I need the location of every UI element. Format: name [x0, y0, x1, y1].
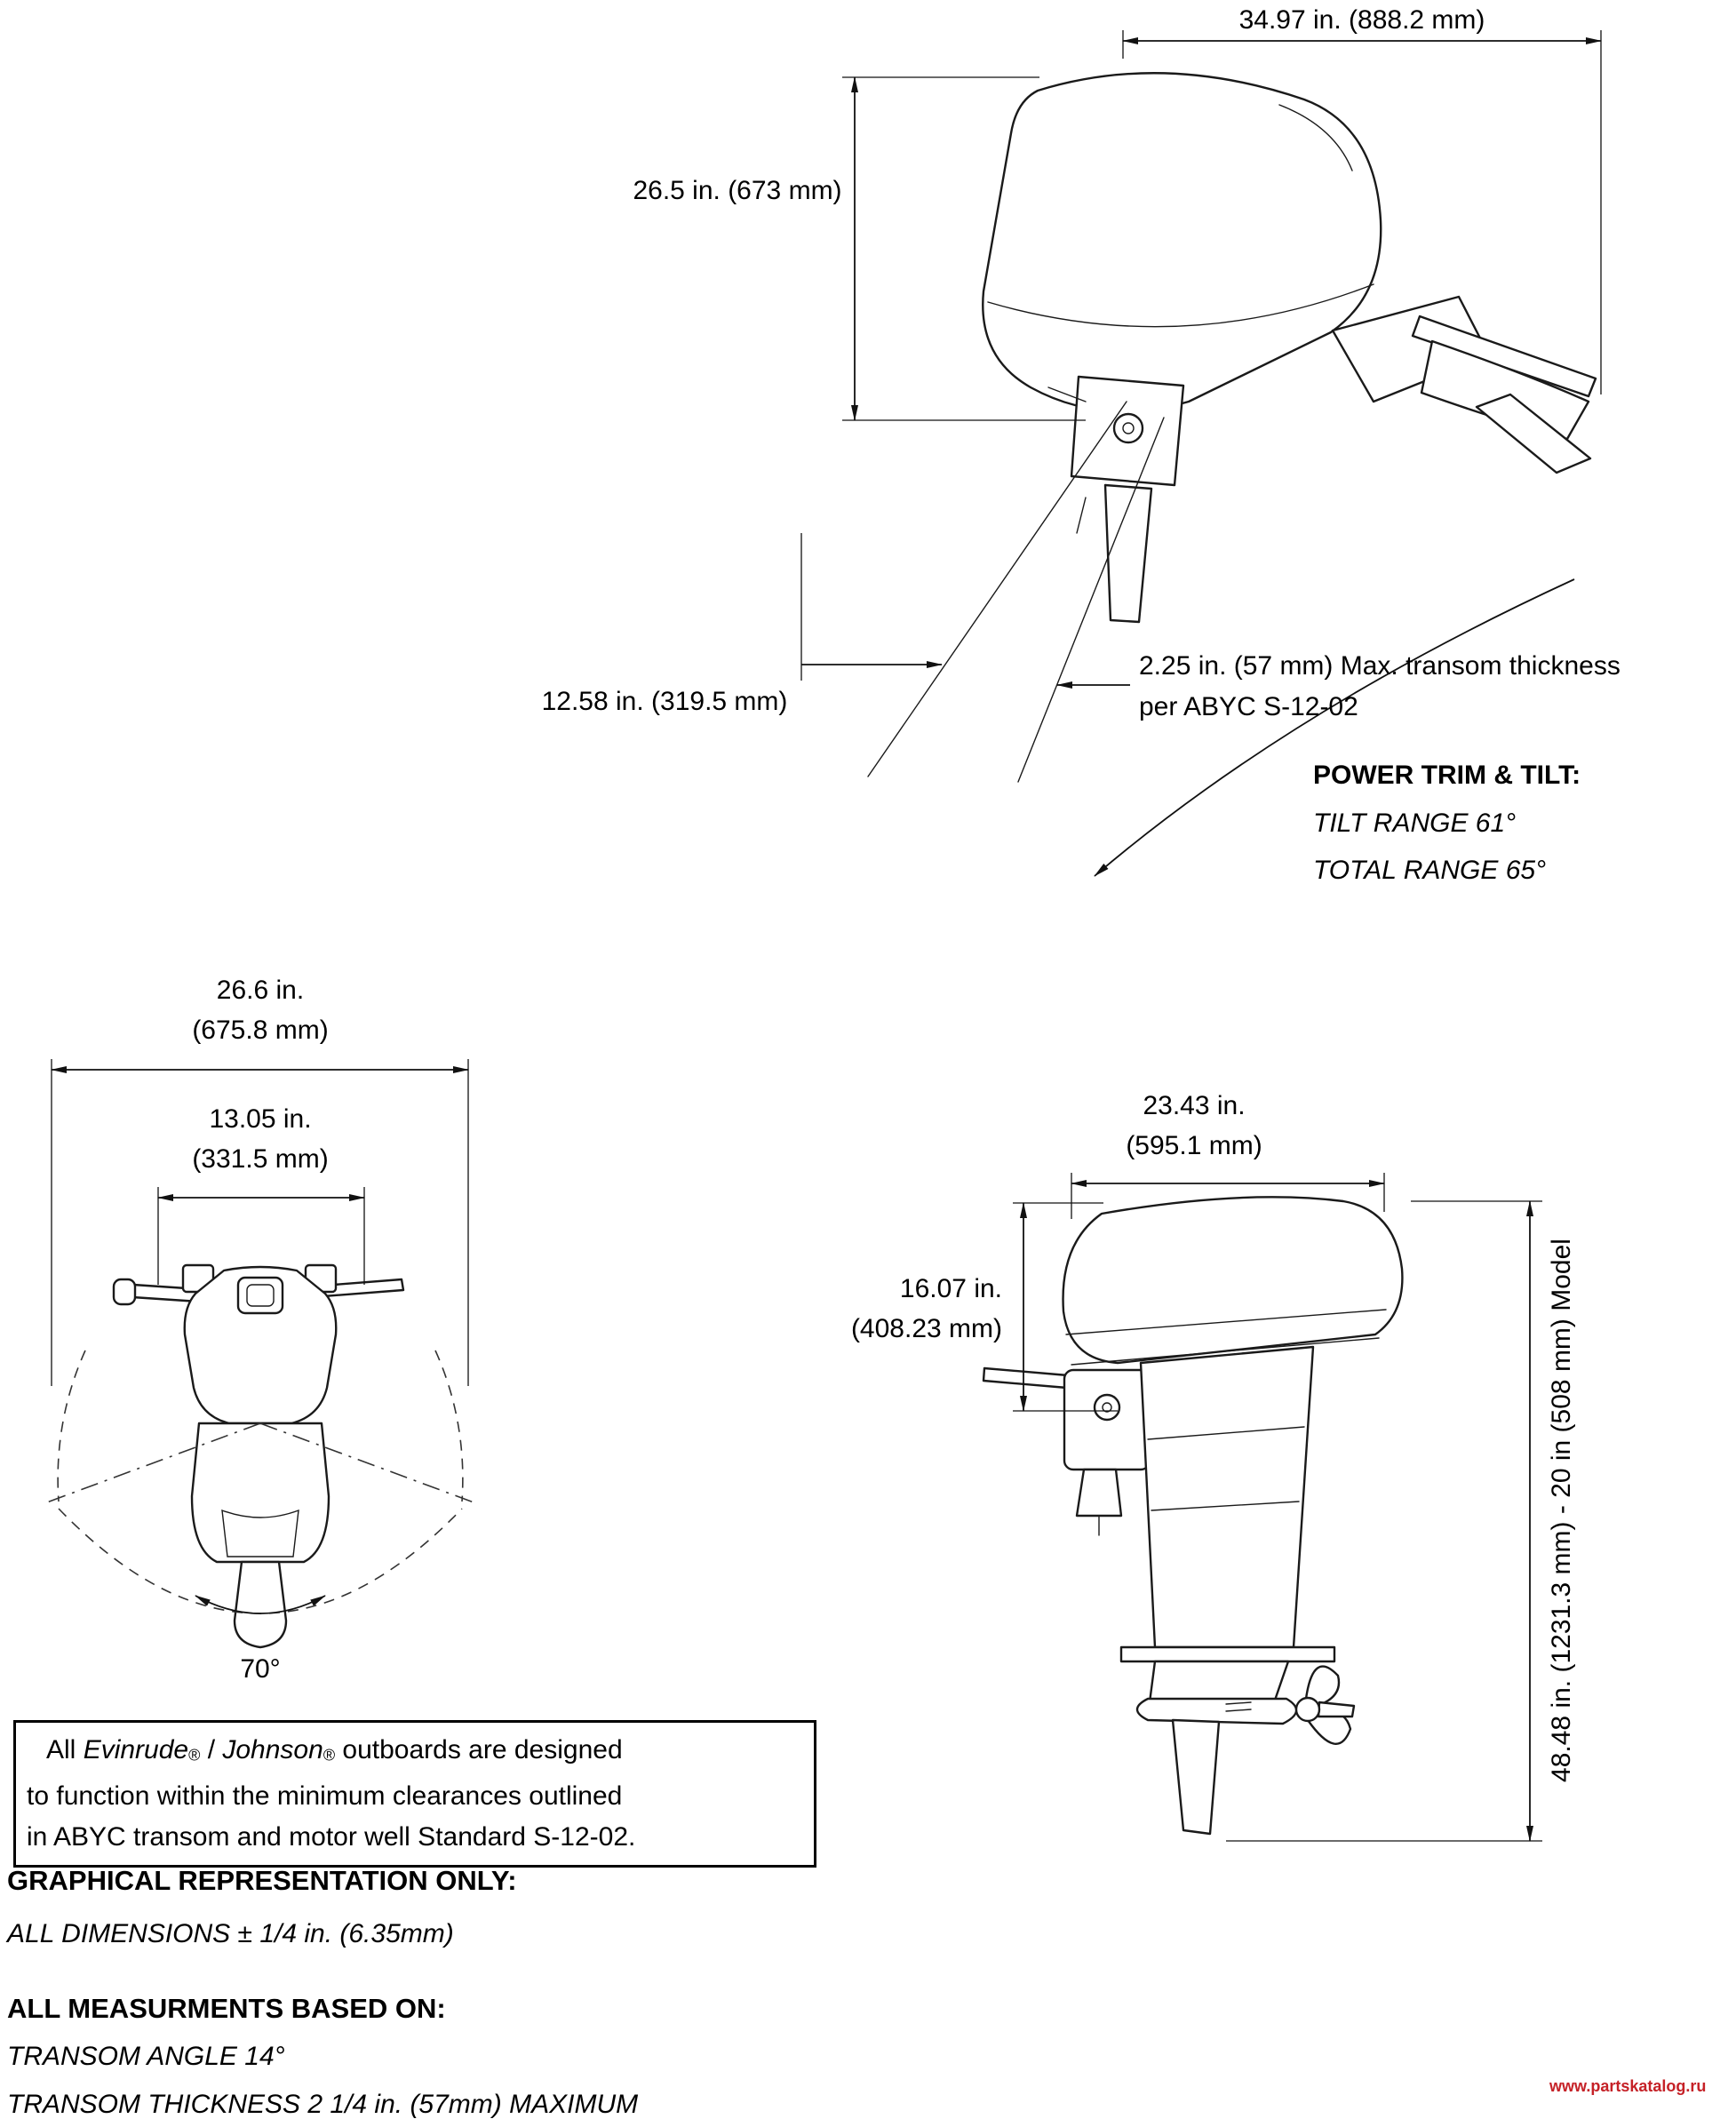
transom-thickness-note: TRANSOM THICKNESS 2 1/4 in. (57mm) MAXIM…: [7, 2090, 639, 2119]
tilted-view-dimensions: [800, 30, 1602, 877]
side-width-in: 23.43 in.: [1143, 1091, 1246, 1120]
side-height-mm: (408.23 mm): [850, 1314, 1002, 1343]
dim-overall-width-label: 34.97 in. (888.2 mm): [1238, 5, 1485, 35]
measurements-based-on-title: ALL MEASURMENTS BASED ON:: [7, 1993, 446, 2024]
steering-angle-label: 70°: [240, 1654, 281, 1684]
clearance-notice-box: All Evinrude® / Johnson® outboards are d…: [13, 1720, 816, 1868]
total-range-label: TOTAL RANGE 65°: [1313, 856, 1547, 885]
registered-mark: ®: [188, 1746, 201, 1765]
front-overall-width-mm: (675.8 mm): [192, 1016, 329, 1045]
steering-angle-arc: [195, 1595, 326, 1614]
front-inner-width-in: 13.05 in.: [209, 1104, 312, 1134]
registered-mark: ®: [323, 1746, 336, 1765]
tilt-range-label: TILT RANGE 61°: [1313, 809, 1517, 838]
watermark-link[interactable]: www.partskatalog.ru: [1549, 2077, 1707, 2095]
side-overall-height-label: 48.48 in. (1231.3 mm) - 20 in (508 mm) M…: [1547, 1239, 1576, 1782]
tilt-range-arc: [1094, 578, 1575, 877]
front-overall-width-in: 26.6 in.: [216, 976, 305, 1005]
side-view-dimensions: [1013, 1173, 1542, 1842]
transom-thickness-note-line1: 2.25 in. (57 mm) Max. transom thickness: [1139, 651, 1621, 681]
power-trim-tilt-title: POWER TRIM & TILT:: [1313, 761, 1581, 790]
tilted-cowling: [982, 72, 1382, 413]
tilted-skeg: [1475, 393, 1592, 474]
dim-cowl-height-label: 26.5 in. (673 mm): [633, 176, 842, 205]
side-cowling: [1062, 1196, 1404, 1365]
side-height-in: 16.07 in.: [899, 1274, 1002, 1303]
transom-angle-note: TRANSOM ANGLE 14°: [7, 2042, 285, 2071]
propeller: [1294, 1665, 1356, 1745]
tilted-motor-drawing: [982, 72, 1597, 624]
side-view-drawing: [982, 1196, 1404, 1836]
dimensions-tolerance-note: ALL DIMENSIONS ± 1/4 in. (6.35mm): [7, 1919, 454, 1948]
notice-line-2: to function within the minimum clearance…: [27, 1780, 623, 1811]
transom-thickness-note-line2: per ABYC S-12-02: [1139, 692, 1358, 721]
front-view-dimensions: [51, 1059, 469, 1386]
front-view-drawing: [44, 1263, 477, 1649]
front-cowling: [183, 1265, 338, 1425]
graphical-representation-title: GRAPHICAL REPRESENTATION ONLY:: [7, 1865, 517, 1896]
side-width-mm: (595.1 mm): [1126, 1131, 1262, 1160]
notice-line-1: All Evinrude® / Johnson® outboards are d…: [46, 1735, 623, 1765]
front-inner-width-mm: (331.5 mm): [192, 1144, 329, 1174]
dim-front-clearance-label: 12.58 in. (319.5 mm): [541, 687, 788, 716]
notice-line-3: in ABYC transom and motor well Standard …: [27, 1821, 636, 1852]
side-skeg: [1171, 1718, 1221, 1836]
